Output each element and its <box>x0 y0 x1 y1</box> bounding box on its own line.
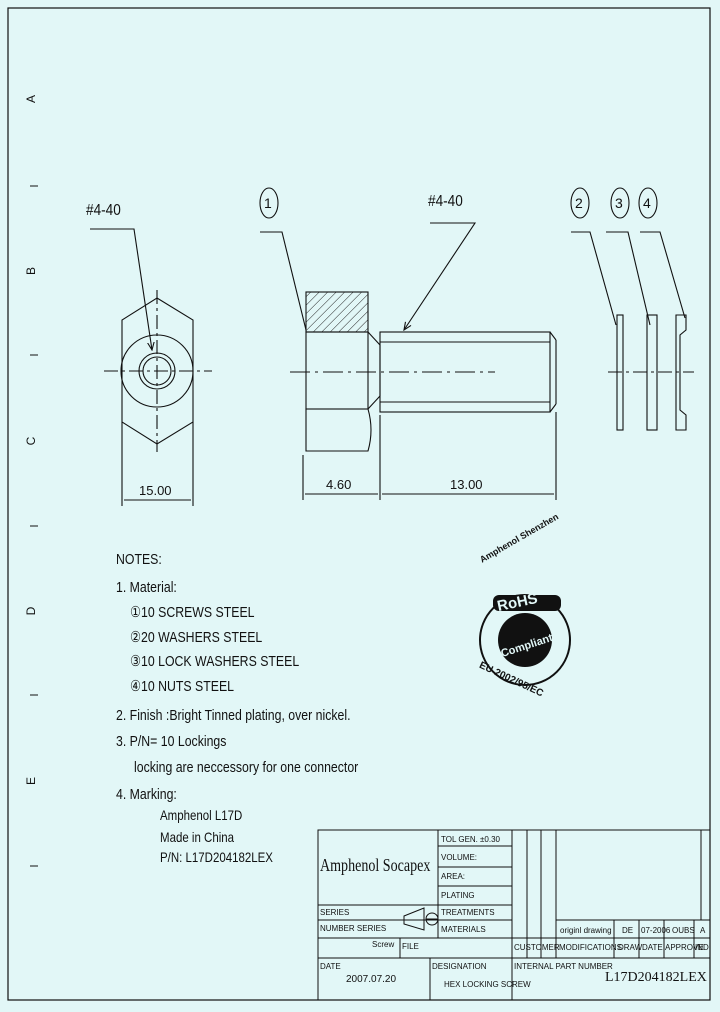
pn-note-2: locking are neccessory for one connector <box>134 759 359 776</box>
marking-line: P/N: L17D204182LEX <box>160 849 273 865</box>
material-item: ①10 SCREWS STEEL <box>130 604 255 621</box>
thread-callout-left: #4-40 <box>86 202 121 219</box>
zone-ticks <box>30 185 38 867</box>
material-heading: 1. Material: <box>116 579 177 596</box>
thread-callout-right: #4-40 <box>428 193 463 210</box>
sheet-border <box>7 7 711 1001</box>
company-name: Amphenol Socapex <box>320 855 431 875</box>
zone-label-e: E <box>24 777 38 786</box>
material-item: ②20 WASHERS STEEL <box>130 629 263 646</box>
file-label: FILE <box>402 942 419 951</box>
zone-label-b: B <box>24 267 38 276</box>
balloon-1-label: 1 <box>264 195 272 211</box>
tol-label: TOL GEN. <box>441 835 478 844</box>
zone-label-a: A <box>24 95 38 104</box>
internal-pn-value: L17D204182LEX <box>605 970 707 985</box>
header-ind: IND. <box>695 943 711 952</box>
number-series-label: NUMBER SERIES <box>320 924 387 933</box>
materials-label: MATERIALS <box>441 925 486 934</box>
balloon-4-label: 4 <box>643 195 651 211</box>
balloons <box>259 187 658 219</box>
treatments-label: TREATMENTS <box>441 908 495 917</box>
volume-label: VOLUME: <box>441 853 478 862</box>
number-series-value: Screw <box>372 940 395 949</box>
balloon-3-label: 3 <box>615 195 623 211</box>
header-draw: DRAW <box>618 943 643 952</box>
zone-label-c: C <box>24 436 38 446</box>
dim-head-length: 4.60 <box>326 477 352 492</box>
material-item: ④10 NUTS STEEL <box>130 678 234 695</box>
notes-title: NOTES: <box>116 551 162 568</box>
revision-index: A <box>700 926 706 935</box>
series-label: SERIES <box>320 908 350 917</box>
area-label: AREA: <box>441 872 466 881</box>
date-label: DATE <box>320 962 341 971</box>
plating-label: PLATING <box>441 891 475 900</box>
screw-side-view <box>260 222 557 500</box>
revision-approver: OUBS <box>672 926 695 935</box>
balloon-2-label: 2 <box>575 195 583 211</box>
designation-value: HEX LOCKING SCREW <box>444 980 531 989</box>
internal-pn-label: INTERNAL PART NUMBER <box>514 962 613 971</box>
dim-shank-length: 13.00 <box>450 477 483 492</box>
header-date: DATE <box>642 943 663 952</box>
header-customer: CUSTOMER <box>514 943 560 952</box>
marking-line: Amphenol L17D <box>160 807 243 823</box>
date-value: 2007.07.20 <box>346 974 397 985</box>
header-modifications: MODIFICATIONS <box>559 943 622 952</box>
revision-date: 07-2006 <box>641 926 671 935</box>
dim-hex-width: 15.00 <box>139 483 172 498</box>
marking-heading: 4. Marking: <box>116 786 177 803</box>
rohs-stamp <box>479 594 571 686</box>
marking-line: Made in China <box>160 829 235 845</box>
washer-edge-views <box>571 231 694 431</box>
material-item: ③10 LOCK WASHERS STEEL <box>130 653 300 670</box>
tol-value: ±0.30 <box>480 835 500 844</box>
header-approve: APPROVE <box>665 943 704 952</box>
revision-drawer: DE <box>622 926 634 935</box>
designation-label: DESIGNATION <box>432 962 487 971</box>
finish-note: 2. Finish :Bright Tinned plating, over n… <box>116 707 351 724</box>
pn-note: 3. P/N= 10 Lockings <box>116 733 227 750</box>
revision-description: originl drawing <box>560 926 612 935</box>
title-block-grid <box>317 829 711 1001</box>
zone-label-d: D <box>24 606 38 616</box>
hex-end-view <box>90 228 212 506</box>
